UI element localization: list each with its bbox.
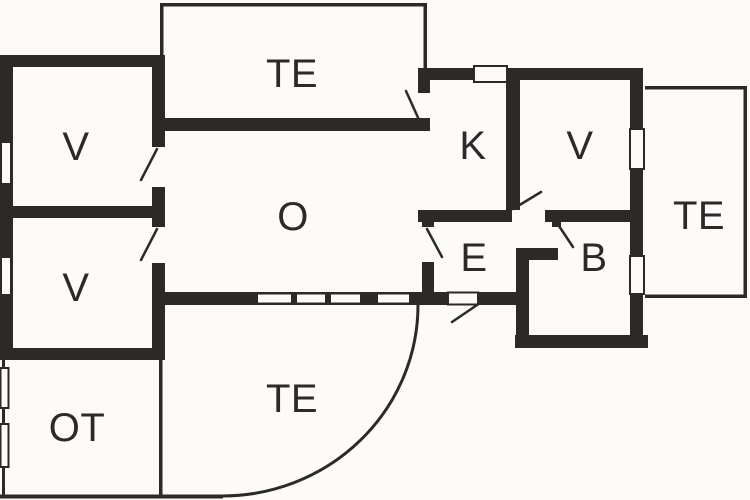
terrace-arc [221,304,420,498]
room-label-v-top-left: V [62,125,90,169]
door-swings [139,89,575,324]
exterior-walls [0,55,648,360]
window-icon [0,141,12,185]
room-label-v-bottom-left: V [62,266,90,310]
window-icon [0,256,12,296]
window-icon [629,255,645,295]
window-icon [629,128,645,170]
door-icon-o-to-e [425,227,444,259]
door-icon-v-top [139,147,159,182]
room-label-terrace-right: TE [672,194,726,238]
window-icon [256,292,293,305]
door-icon-e-to-v-right [511,190,543,211]
window-icon [473,65,508,83]
room-label-o: O [277,195,309,239]
window-icon [295,292,327,305]
room-label-e: E [460,236,488,280]
window-icon [329,292,362,305]
window-icon [0,423,10,468]
room-label-b: B [580,236,608,280]
room-label-terrace-bottom: TE [265,377,319,421]
window-icon [0,367,10,409]
door-icon-e-to-terrace [450,303,479,324]
room-label-terrace-top: TE [265,52,319,96]
door-icon-terrace-to-k [404,89,422,124]
door-icon-e-to-b [555,221,575,249]
room-label-ot: OT [48,406,106,450]
windows [0,65,645,468]
window-icon [376,292,411,305]
room-label-v-right: V [566,124,594,168]
door-opening [447,291,479,306]
room-label-k: K [459,124,487,168]
door-icon-v-bottom [139,227,159,262]
